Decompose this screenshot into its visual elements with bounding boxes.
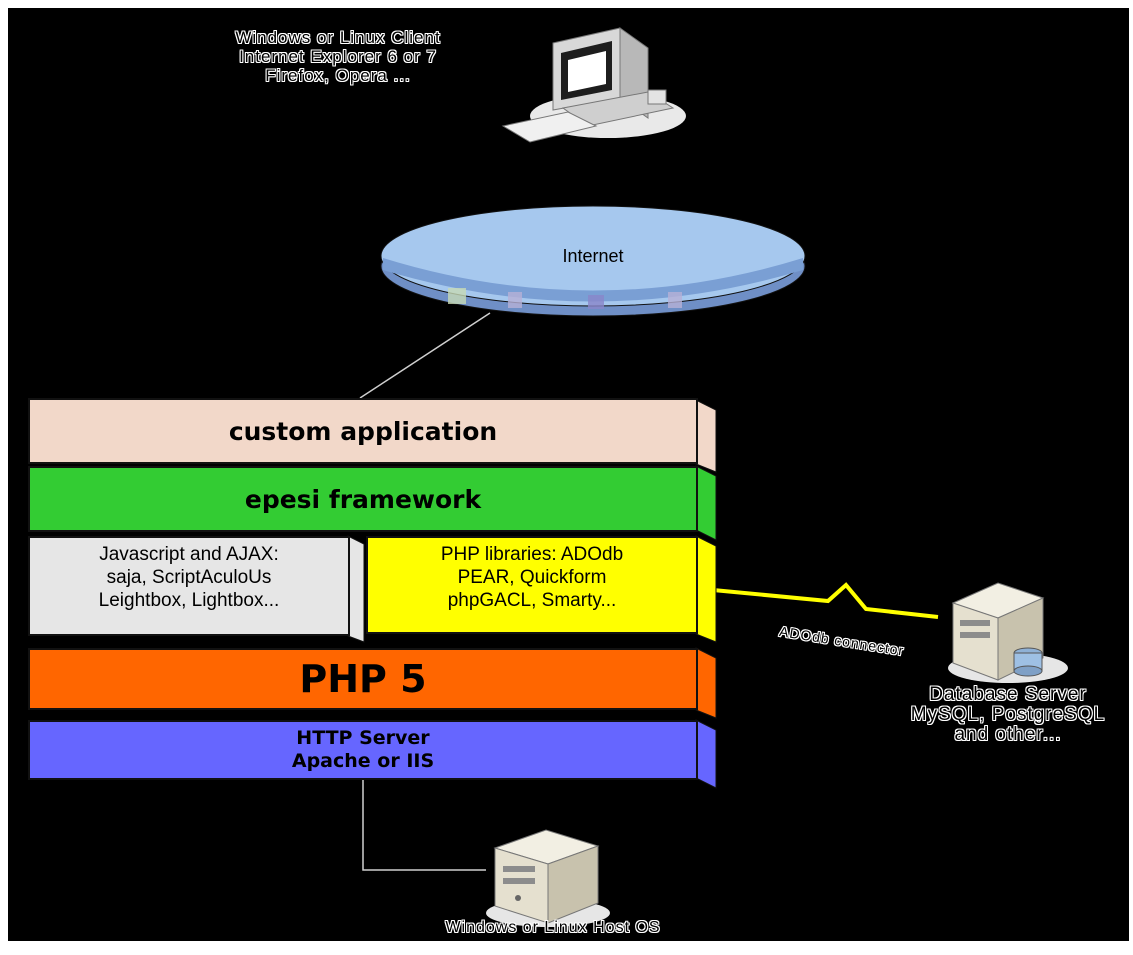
desktop-computer-icon — [501, 27, 686, 143]
host-os-label: Windows or Linux Host OS — [445, 919, 661, 936]
database-server-label-line: MySQL, PostgreSQL — [910, 704, 1106, 725]
php-libraries-line: phpGACL, Smarty... — [447, 589, 617, 611]
php-layer: PHP 5 — [28, 648, 698, 710]
http-server-line: Apache or IIS — [291, 750, 435, 772]
server-tower-icon — [486, 829, 610, 927]
php-libraries-box: PHP libraries: ADOdb PEAR, Quickform php… — [366, 536, 698, 634]
javascript-line: Javascript and AJAX: — [99, 544, 279, 565]
client-label: Windows or Linux Client Internet Explore… — [188, 28, 488, 85]
javascript-box-side — [347, 535, 365, 643]
php-side — [695, 647, 717, 719]
database-server-label-line: and other... — [954, 724, 1062, 745]
php-libraries-side — [695, 535, 717, 643]
php-libraries-line: PHP libraries: ADOdb — [440, 544, 624, 565]
custom-application-label: custom application — [228, 416, 498, 446]
database-server-icon — [948, 582, 1068, 683]
client-label-line: Firefox, Opera ... — [265, 66, 411, 85]
internet-connector-line — [359, 312, 491, 399]
lightning-link-icon — [712, 582, 939, 619]
host-connector-line — [362, 765, 486, 871]
php-libraries-line: PEAR, Quickform — [457, 566, 607, 588]
http-server-line: HTTP Server — [296, 727, 430, 750]
client-label-line: Internet Explorer 6 or 7 — [239, 47, 437, 66]
custom-application-layer: custom application — [28, 398, 698, 464]
php-label: PHP 5 — [299, 657, 427, 701]
epesi-framework-layer: epesi framework — [28, 466, 698, 532]
database-server-label-line: Database Server — [929, 684, 1087, 705]
epesi-framework-label: epesi framework — [244, 484, 482, 514]
javascript-line: Leightbox, Lightbox... — [98, 589, 280, 611]
diagram-lines — [347, 27, 1068, 927]
javascript-libraries-box: Javascript and AJAX: saja, ScriptAculoUs… — [28, 536, 350, 636]
database-server-label: Database Server MySQL, PostgreSQL and ot… — [903, 685, 1113, 745]
custom-application-side — [695, 399, 717, 473]
http-server-side — [695, 719, 717, 789]
client-label-line: Windows or Linux Client — [235, 28, 441, 47]
network-disc-icon — [380, 205, 806, 317]
http-server-layer: HTTP Server Apache or IIS — [28, 720, 698, 780]
architecture-diagram: Windows or Linux Client Internet Explore… — [8, 8, 1129, 941]
javascript-line: saja, ScriptAculoUs — [106, 566, 272, 588]
epesi-framework-side — [695, 465, 717, 541]
internet-label: Internet — [562, 246, 624, 266]
